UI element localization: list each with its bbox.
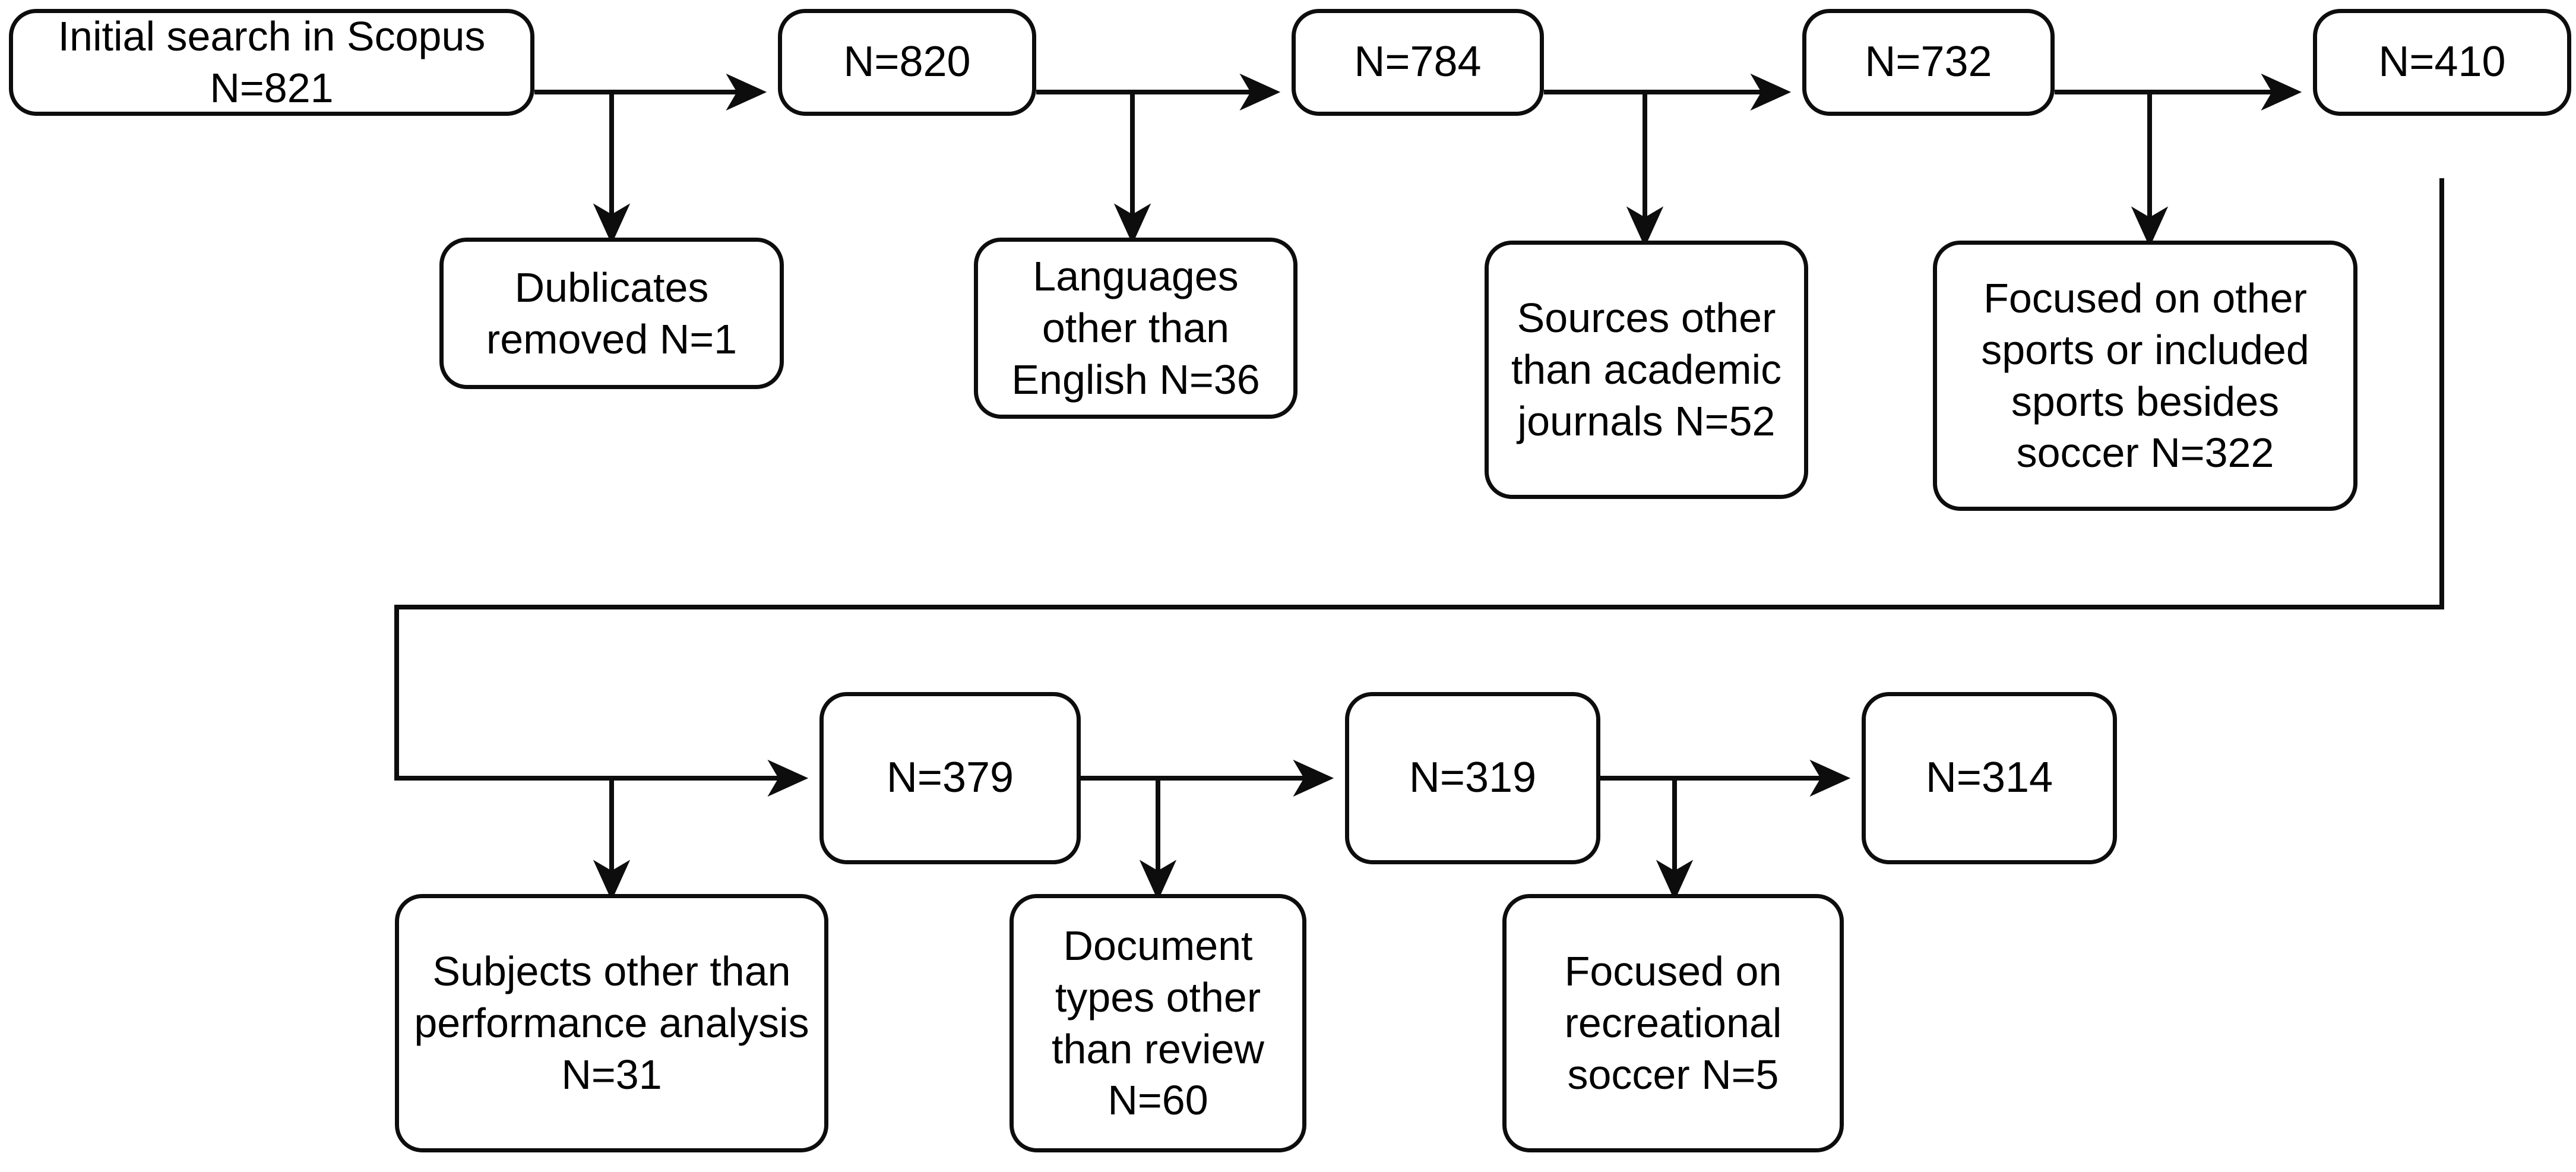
node-label: N=410 bbox=[2378, 38, 2506, 86]
node-dublicates-removed[interactable]: Dublicates removed N=1 bbox=[439, 238, 784, 389]
node-label: Focused on other sports or included spor… bbox=[1981, 274, 2309, 476]
node-label: Dublicates removed N=1 bbox=[486, 264, 738, 362]
node-label: Focused on recreational soccer N=5 bbox=[1564, 948, 1782, 1098]
node-label: N=732 bbox=[1865, 38, 1992, 86]
node-count-410[interactable]: N=410 bbox=[2313, 9, 2571, 116]
node-label: N=784 bbox=[1354, 38, 1482, 86]
node-label: Document types other than review N=60 bbox=[1052, 922, 1264, 1124]
node-count-784[interactable]: N=784 bbox=[1292, 9, 1544, 116]
node-label: Initial search in Scopus N=821 bbox=[58, 13, 486, 111]
node-label: N=379 bbox=[886, 754, 1014, 802]
node-count-319[interactable]: N=319 bbox=[1345, 692, 1600, 864]
node-label: Languages other than English N=36 bbox=[1011, 253, 1260, 403]
node-count-314[interactable]: N=314 bbox=[1862, 692, 2117, 864]
node-sources-other-than-academic-journals[interactable]: Sources other than academic journals N=5… bbox=[1485, 241, 1808, 499]
node-count-379[interactable]: N=379 bbox=[819, 692, 1081, 864]
node-label: N=820 bbox=[843, 38, 971, 86]
node-initial-search-scopus[interactable]: Initial search in Scopus N=821 bbox=[9, 9, 534, 116]
node-focused-recreational-soccer[interactable]: Focused on recreational soccer N=5 bbox=[1502, 894, 1844, 1152]
node-count-820[interactable]: N=820 bbox=[778, 9, 1036, 116]
node-count-732[interactable]: N=732 bbox=[1802, 9, 2055, 116]
node-document-types-other-than-review[interactable]: Document types other than review N=60 bbox=[1009, 894, 1306, 1152]
node-subjects-other-than-performance-analysis[interactable]: Subjects other than performance analysis… bbox=[395, 894, 828, 1152]
node-label: N=319 bbox=[1409, 754, 1537, 802]
edge-410-to-379 bbox=[394, 178, 2444, 797]
node-label: Sources other than academic journals N=5… bbox=[1511, 295, 1782, 444]
node-label: Subjects other than performance analysis… bbox=[414, 948, 809, 1098]
node-languages-other-than-english[interactable]: Languages other than English N=36 bbox=[974, 238, 1298, 419]
node-focused-other-sports[interactable]: Focused on other sports or included spor… bbox=[1933, 241, 2357, 511]
node-label: N=314 bbox=[1925, 754, 2053, 802]
